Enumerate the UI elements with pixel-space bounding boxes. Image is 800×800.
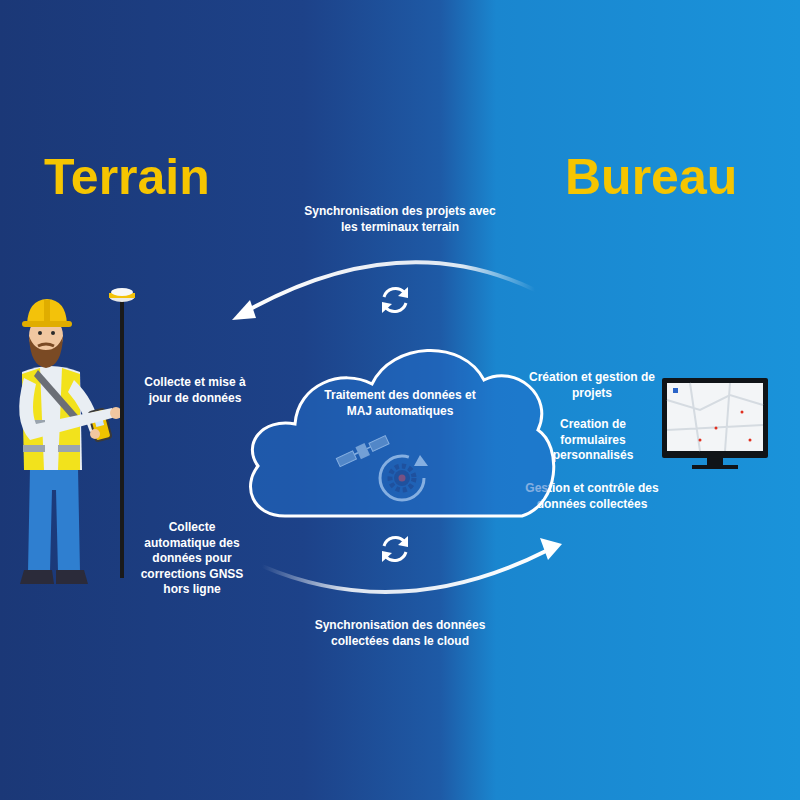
- sync-arrow-top: [232, 262, 535, 320]
- flow-label: Synchronisation des données collectées d…: [298, 618, 502, 649]
- step-label: Creation de formulaires personnalisés: [541, 417, 645, 464]
- sync-arrow-bottom: [262, 538, 562, 592]
- cloud-outline: [240, 326, 560, 521]
- step-label: Collecte et mise à jour de données: [143, 375, 247, 406]
- section-heading: Terrain: [44, 152, 210, 202]
- cloud-node: Traitement des données et MAJ automatiqu…: [240, 326, 560, 521]
- refresh-icon: [382, 287, 408, 313]
- step-label: Collecte automatique des données pour co…: [133, 520, 251, 598]
- step-label: Création et gestion de projets: [523, 370, 661, 401]
- cloud-shape: [251, 350, 554, 516]
- node-text: Traitement des données et MAJ automatiqu…: [314, 388, 486, 419]
- refresh-icon: [382, 536, 408, 562]
- section-heading: Bureau: [565, 152, 737, 202]
- flow-label: Synchronisation des projets avec les ter…: [300, 204, 500, 235]
- monitor-icon: [662, 378, 768, 469]
- surveyor-figure: [19, 288, 135, 584]
